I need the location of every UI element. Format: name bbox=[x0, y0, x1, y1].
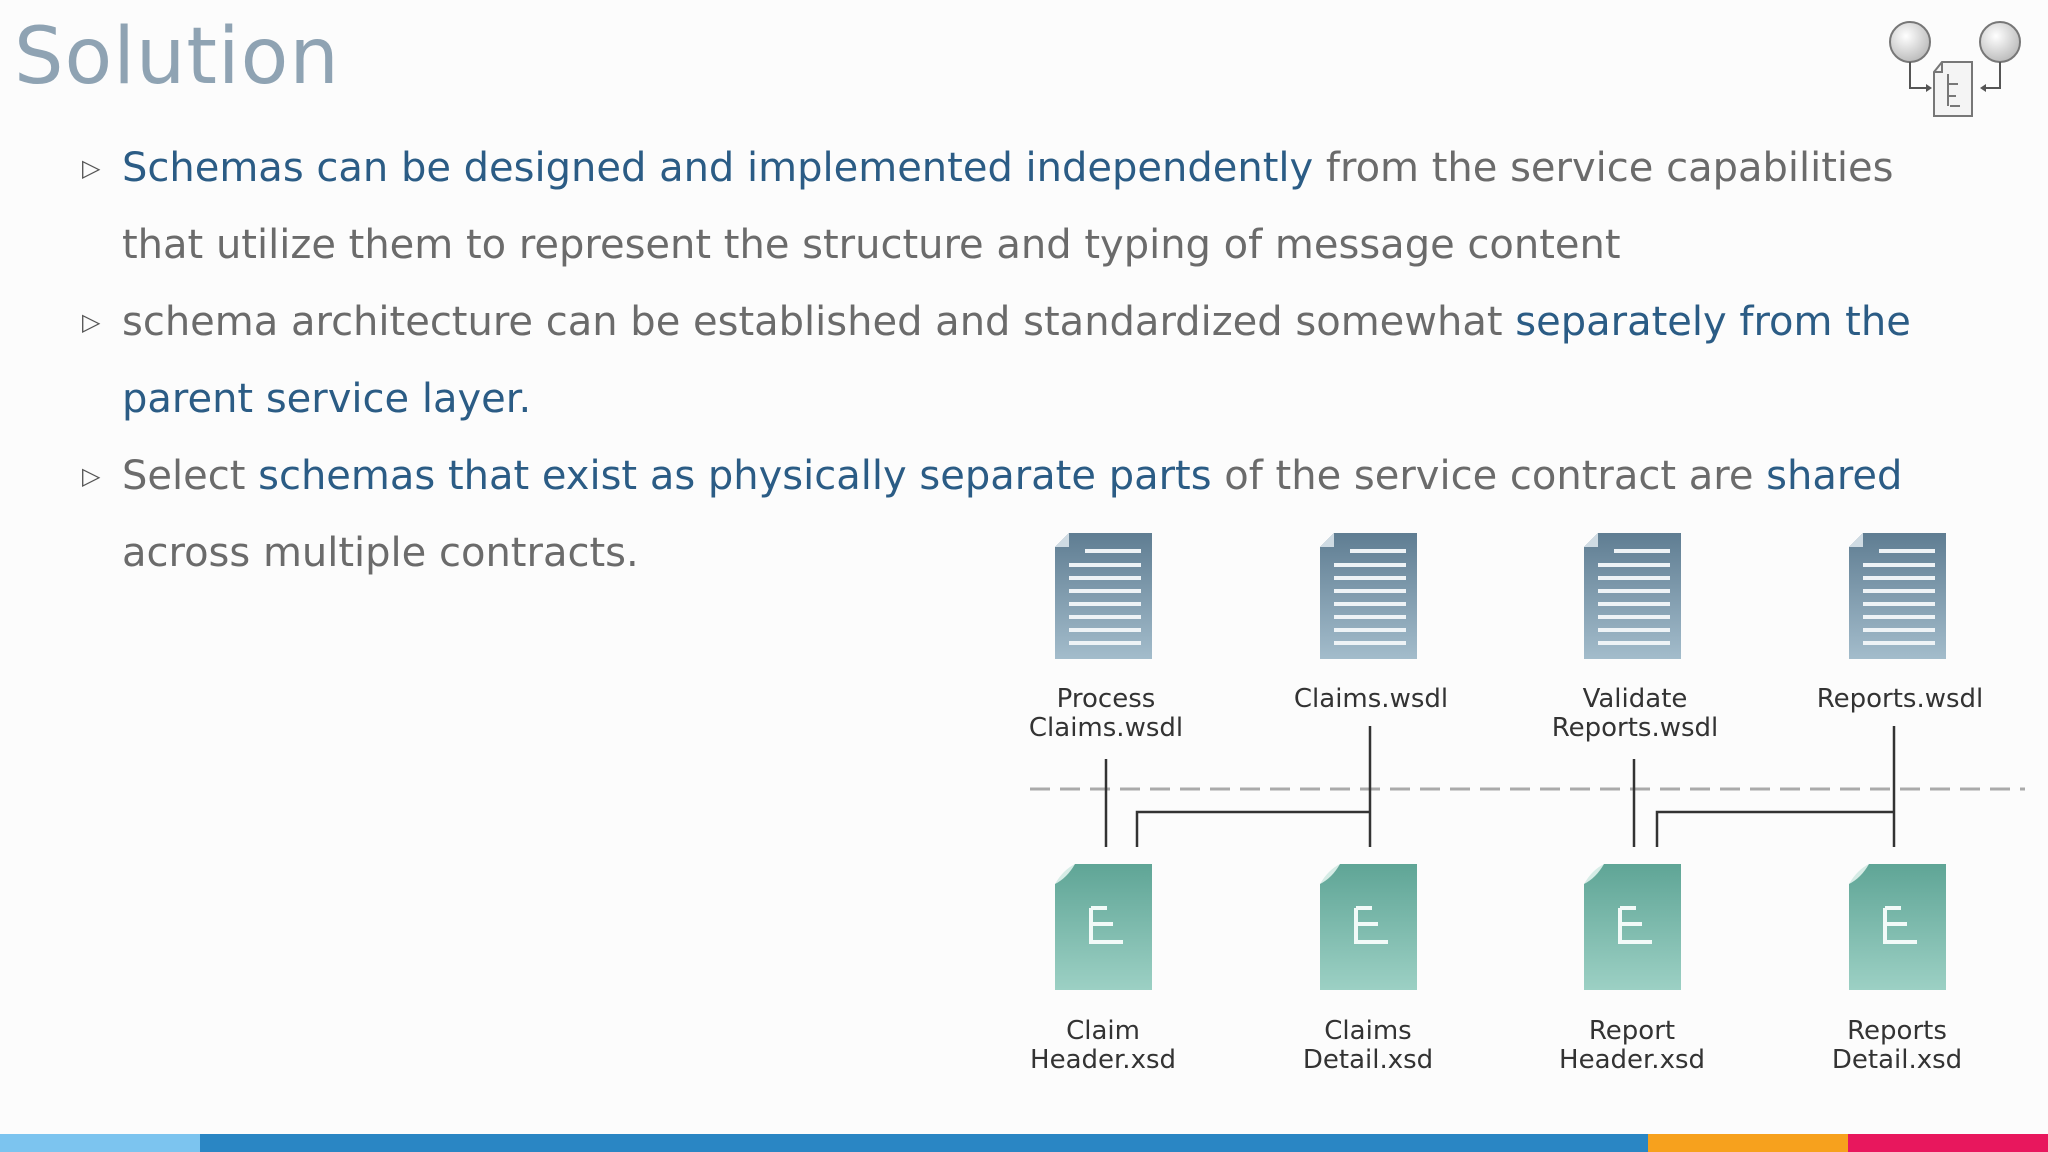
bullet-item: ▷ Schemas can be designed and implemente… bbox=[82, 130, 1962, 284]
wsdl-reports: Reports.wsdl bbox=[1817, 533, 1984, 714]
xsd-claims-detail: Claims Detail.xsd bbox=[1303, 864, 1433, 1075]
xsd-label-line1: Claims bbox=[1324, 1016, 1411, 1046]
document-lines-icon bbox=[1055, 533, 1152, 659]
bullet-item: ▷ Select schemas that exist as physicall… bbox=[82, 438, 1962, 592]
footer-segment bbox=[0, 1134, 200, 1152]
xsd-label-line2: Header.xsd bbox=[1030, 1045, 1176, 1075]
xsd-label-line2: Detail.xsd bbox=[1303, 1045, 1433, 1075]
xsd-reports-detail: Reports Detail.xsd bbox=[1832, 864, 1962, 1075]
xsd-claim-header: Claim Header.xsd bbox=[1030, 864, 1176, 1075]
connector-lines bbox=[1104, 726, 1896, 847]
wsdl-label-line1: Validate bbox=[1583, 684, 1688, 714]
bullet-emphasis: separately from the parent service layer… bbox=[122, 299, 1911, 422]
wsdl-label-line1: Claims.wsdl bbox=[1294, 684, 1448, 714]
xsd-label-line2: Header.xsd bbox=[1559, 1045, 1705, 1075]
document-lines-icon bbox=[1320, 533, 1417, 659]
wsdl-label-line1: Reports.wsdl bbox=[1817, 684, 1984, 714]
footer-segment bbox=[1648, 1134, 1848, 1152]
document-lines-icon bbox=[1584, 533, 1681, 659]
bullet-text: Select bbox=[122, 453, 259, 499]
bullet-item: ▷ schema architecture can be established… bbox=[82, 284, 1962, 438]
wsdl-claims: Claims.wsdl bbox=[1294, 533, 1448, 714]
bullet-marker-icon: ▷ bbox=[82, 462, 101, 490]
xsd-label-line1: Claim bbox=[1066, 1016, 1140, 1046]
wsdl-label-line2: Reports.wsdl bbox=[1552, 713, 1719, 743]
schema-tree-document-icon bbox=[1849, 864, 1946, 990]
bullet-emphasis: schemas that exist as physically separat… bbox=[258, 453, 1212, 499]
bullet-text: across multiple contracts. bbox=[122, 530, 639, 576]
bullet-marker-icon: ▷ bbox=[82, 154, 101, 182]
footer-color-bar bbox=[0, 1134, 2048, 1152]
wsdl-label-line1: Process bbox=[1057, 684, 1156, 714]
bullet-emphasis: shared bbox=[1766, 453, 1903, 499]
bullet-marker-icon: ▷ bbox=[82, 308, 101, 336]
bullet-emphasis: Schemas can be designed and implemented … bbox=[122, 145, 1314, 191]
wsdl-process-claims: Process Claims.wsdl bbox=[1029, 533, 1183, 743]
service-schema-icon bbox=[1889, 21, 2021, 117]
xsd-label-line2: Detail.xsd bbox=[1832, 1045, 1962, 1075]
slide-title: Solution bbox=[14, 12, 340, 102]
xsd-label-line1: Reports bbox=[1847, 1016, 1947, 1046]
document-lines-icon bbox=[1849, 533, 1946, 659]
xsd-report-header: Report Header.xsd bbox=[1559, 864, 1705, 1075]
wsdl-label-line2: Claims.wsdl bbox=[1029, 713, 1183, 743]
footer-segment bbox=[1848, 1134, 2048, 1152]
footer-segment bbox=[200, 1134, 1648, 1152]
bullet-text: from the service capabilities that utili… bbox=[122, 145, 1894, 268]
bullet-text: schema architecture can be established a… bbox=[122, 299, 1516, 345]
wsdl-validate-reports: Validate Reports.wsdl bbox=[1552, 533, 1719, 743]
xsd-label-line1: Report bbox=[1589, 1016, 1675, 1046]
schema-tree-document-icon bbox=[1584, 864, 1681, 990]
schema-tree-document-icon bbox=[1320, 864, 1417, 990]
bullet-list: ▷ Schemas can be designed and implemente… bbox=[82, 130, 1962, 592]
schema-tree-document-icon bbox=[1055, 864, 1152, 990]
bullet-text: of the service contract are bbox=[1211, 453, 1767, 499]
